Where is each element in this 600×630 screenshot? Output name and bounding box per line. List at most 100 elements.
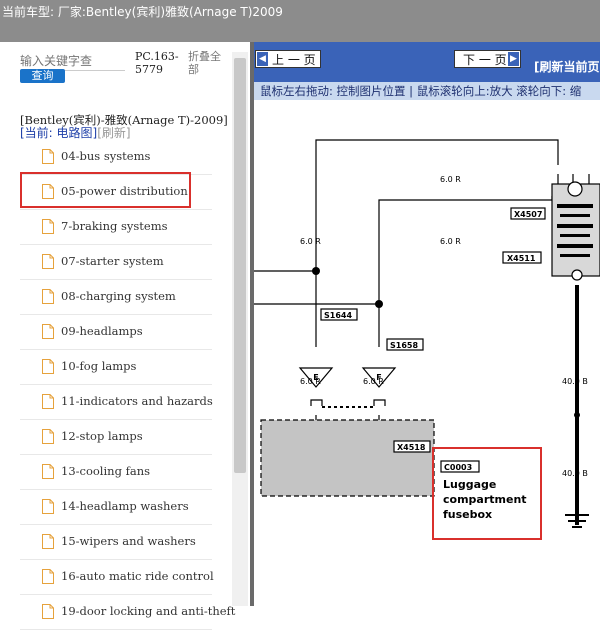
wire-label: 40.0 B <box>562 469 588 478</box>
document-icon <box>42 534 54 549</box>
wire-label: 6.0 R <box>300 377 321 386</box>
connector-label-box <box>320 308 358 321</box>
tree-item[interactable]: 08-charging system <box>20 280 212 315</box>
connector-label-box <box>510 207 546 220</box>
component-name-line: fusebox <box>443 508 492 521</box>
document-icon <box>42 394 54 409</box>
tree-item-label: 07-starter system <box>61 254 164 268</box>
prev-page-label: 上 一 页 <box>272 53 316 67</box>
component-id-box <box>440 460 480 473</box>
tree-item-label: 13-cooling fans <box>61 464 151 478</box>
component-highlight <box>432 447 542 540</box>
fuse-f: F <box>361 367 397 388</box>
wire-label: 6.0 R <box>440 175 461 184</box>
wire-label: 6.0 R <box>440 237 461 246</box>
connector-label-box <box>393 440 431 453</box>
current-view-breadcrumb: [当前: 电路图][刷新] <box>20 124 131 141</box>
arrow-right-icon: ▶ <box>508 52 519 66</box>
tree-item[interactable]: 16-auto matic ride control <box>20 560 214 595</box>
tree-item-label: 19-door locking and anti-theft <box>61 604 236 618</box>
ground-wire <box>565 285 589 528</box>
document-icon <box>42 569 54 584</box>
tree-list: 04-bus systems 05-power distribution 7-b… <box>20 140 235 630</box>
tree-item-label: 08-charging system <box>61 289 176 303</box>
tree-item[interactable]: 19-door locking and anti-theft <box>20 595 235 630</box>
tree-item-label: 09-headlamps <box>61 324 143 338</box>
next-page-label: 下 一 页 <box>463 53 507 67</box>
tree-item-label: 04-bus systems <box>61 149 151 163</box>
tree-item[interactable]: 05-power distribution <box>20 175 212 210</box>
document-icon <box>42 289 54 304</box>
tree-item[interactable]: 13-cooling fans <box>20 455 212 490</box>
tree-item-label: 7-braking systems <box>61 219 168 233</box>
usage-hint: 鼠标左右拖动: 控制图片位置 | 鼠标滚轮向上:放大 滚轮向下: 缩 <box>254 82 600 100</box>
component-id: C0003 <box>444 463 472 472</box>
document-icon <box>42 604 54 619</box>
document-icon <box>42 324 54 339</box>
tree-item-label: 15-wipers and washers <box>61 534 196 548</box>
splice-dot <box>375 300 383 308</box>
arrow-left-icon: ◀ <box>257 52 268 66</box>
tree-item[interactable]: 10-fog lamps <box>20 350 212 385</box>
wiring-diagram[interactable]: E F 6.0 R 6.0 R 6.0 R 6.0 R 6.0 R 40.0 B… <box>254 100 600 606</box>
collapse-all-link[interactable]: 折叠全部 <box>188 50 221 76</box>
refresh-link[interactable]: [刷新] <box>97 126 131 140</box>
component-name-line: compartment <box>443 493 527 506</box>
tree-item[interactable]: 11-indicators and hazards <box>20 385 213 420</box>
splice-s1644: S1644 <box>324 311 352 320</box>
document-icon <box>42 359 54 374</box>
document-icon <box>42 219 54 234</box>
prev-page-button[interactable]: ◀ 上 一 页 <box>255 50 321 68</box>
document-icon <box>42 429 54 444</box>
sidebar <box>0 42 250 606</box>
current-label: [当前: 电路图] <box>20 126 98 140</box>
connector-x4511: X4511 <box>507 254 536 263</box>
wire-label: 40.0 B <box>562 377 588 386</box>
document-icon <box>42 184 54 199</box>
tree-item[interactable]: 15-wipers and washers <box>20 525 212 560</box>
search-button[interactable]: 查询 <box>20 69 65 83</box>
diagram-viewer: ◀ 上 一 页 下 一 页 ▶ [刷新当前页 鼠标左右拖动: 控制图片位置 | … <box>254 42 600 606</box>
connector-x4507: X4507 <box>514 210 542 219</box>
tree-item[interactable]: 09-headlamps <box>20 315 212 350</box>
tree-item-label: 14-headlamp washers <box>61 499 189 513</box>
splice-s1658: S1658 <box>390 341 418 350</box>
sidebar-scrollbar-thumb[interactable] <box>234 58 246 473</box>
tree-item-label: 16-auto matic ride control <box>61 569 214 583</box>
search-input[interactable] <box>20 52 125 71</box>
tree-item[interactable]: 07-starter system <box>20 245 212 280</box>
vehicle-title: 当前车型: 厂家:Bentley(宾利)雅致(Arnage T)2009 <box>2 5 283 19</box>
selected-item-highlight <box>20 172 191 208</box>
splice-dot <box>312 267 320 275</box>
connector-label-box <box>386 338 424 351</box>
document-icon <box>42 149 54 164</box>
battery-block <box>551 174 600 281</box>
svg-text:E: E <box>313 373 318 382</box>
viewer-toolbar: ◀ 上 一 页 下 一 页 ▶ [刷新当前页 <box>254 42 600 82</box>
tree-item[interactable]: 14-headlamp washers <box>20 490 212 525</box>
fuse-e: E <box>298 367 334 388</box>
wire-label: 6.0 R <box>363 377 384 386</box>
tree-item-label: 11-indicators and hazards <box>61 394 213 408</box>
connector-label-box <box>502 251 542 264</box>
next-page-button[interactable]: 下 一 页 ▶ <box>454 50 521 68</box>
document-icon <box>42 254 54 269</box>
component-name-line: Luggage <box>443 478 496 491</box>
pane-splitter[interactable] <box>250 42 254 606</box>
tree-item-label: 05-power distribution <box>61 184 188 198</box>
tree-item-label: 10-fog lamps <box>61 359 137 373</box>
connector-x4518: X4518 <box>397 443 426 452</box>
tree-item-label: 12-stop lamps <box>61 429 143 443</box>
title-bar: 当前车型: 厂家:Bentley(宾利)雅致(Arnage T)2009 <box>0 0 600 42</box>
document-icon <box>42 464 54 479</box>
refresh-page-link[interactable]: [刷新当前页 <box>534 60 600 74</box>
document-icon <box>42 499 54 514</box>
svg-text:F: F <box>376 373 381 382</box>
fusebox-component <box>260 419 435 497</box>
wire-label: 6.0 R <box>300 237 321 246</box>
tree-item[interactable]: 04-bus systems <box>20 140 212 175</box>
pc-number: PC.163-5779 <box>135 50 179 76</box>
vehicle-breadcrumb: [Bentley(宾利)-雅致(Arnage T)-2009] <box>20 113 228 127</box>
tree-item[interactable]: 7-braking systems <box>20 210 212 245</box>
tree-item[interactable]: 12-stop lamps <box>20 420 212 455</box>
